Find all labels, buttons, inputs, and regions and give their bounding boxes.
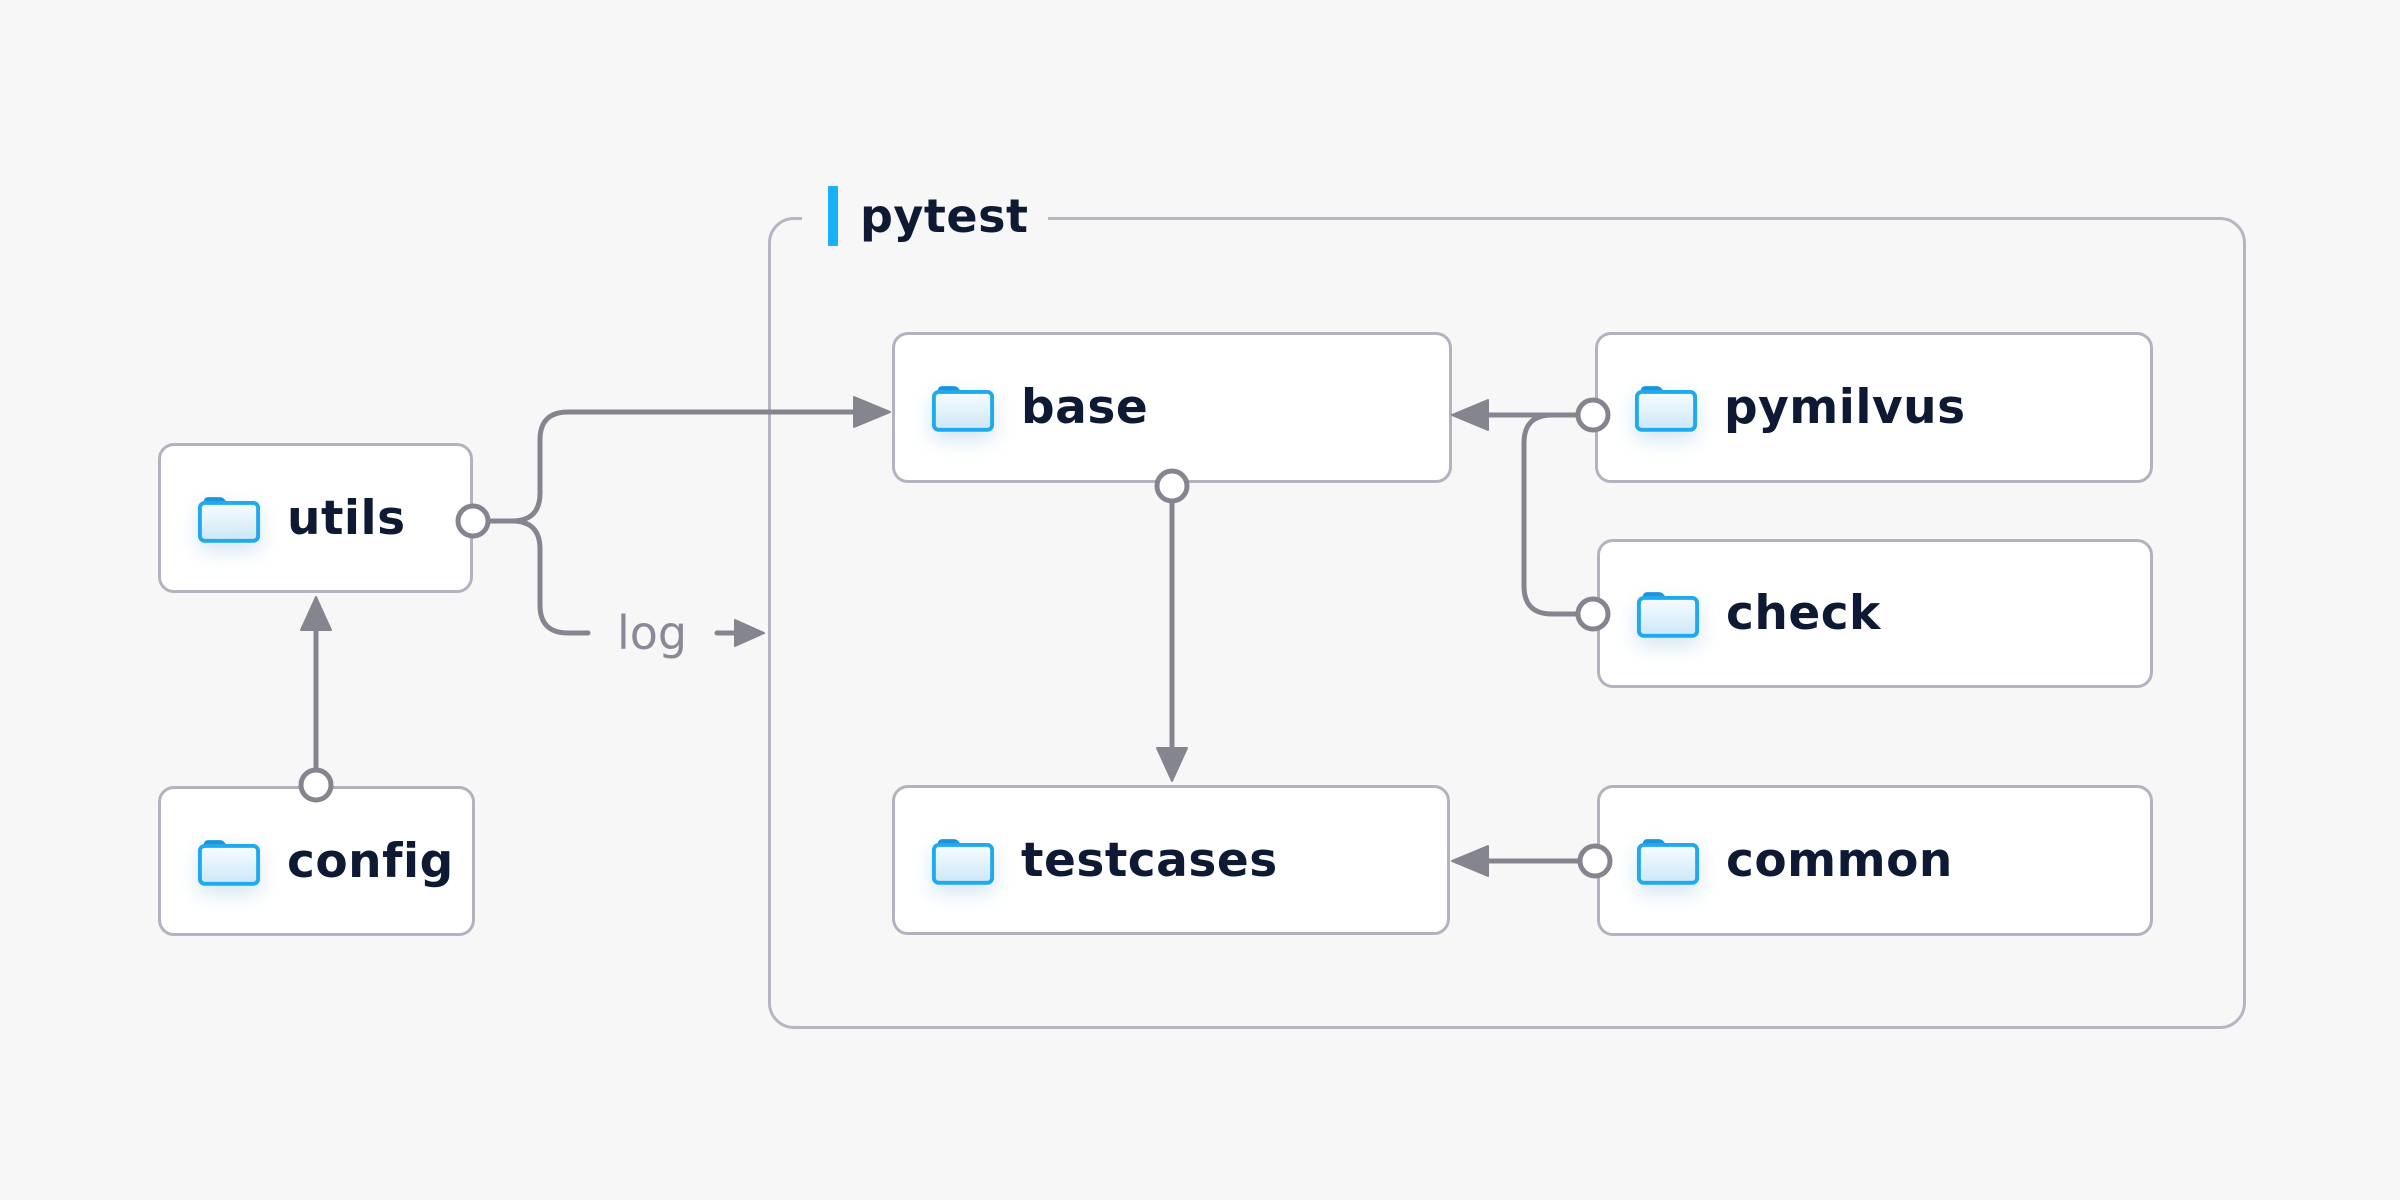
node-label: testcases bbox=[1021, 832, 1278, 888]
node-common: common bbox=[1597, 785, 2153, 936]
accent-bar bbox=[828, 186, 838, 246]
folder-icon bbox=[1634, 386, 1698, 432]
node-pymilvus: pymilvus bbox=[1595, 332, 2153, 483]
node-check: check bbox=[1597, 539, 2153, 688]
node-config: config bbox=[158, 786, 475, 936]
node-label: common bbox=[1726, 833, 1953, 888]
folder-icon bbox=[931, 838, 995, 885]
folder-icon bbox=[1636, 839, 1700, 885]
node-base: base bbox=[892, 332, 1452, 483]
pytest-group-label: pytest bbox=[802, 184, 1049, 248]
folder-icon bbox=[1636, 592, 1700, 638]
node-label: utils bbox=[287, 490, 406, 546]
node-label: base bbox=[1021, 380, 1149, 435]
node-label: config bbox=[287, 833, 454, 889]
node-label: check bbox=[1726, 586, 1881, 641]
node-label: pymilvus bbox=[1724, 380, 1966, 435]
folder-icon bbox=[197, 496, 261, 543]
folder-icon bbox=[931, 386, 995, 432]
folder-icon bbox=[197, 839, 261, 886]
pytest-group-container bbox=[768, 217, 2246, 1029]
edge-config-utils bbox=[298, 596, 334, 803]
node-testcases: testcases bbox=[892, 785, 1450, 935]
edge-label-log: log bbox=[616, 606, 688, 660]
group-title: pytest bbox=[860, 189, 1029, 243]
node-utils: utils bbox=[158, 443, 473, 593]
